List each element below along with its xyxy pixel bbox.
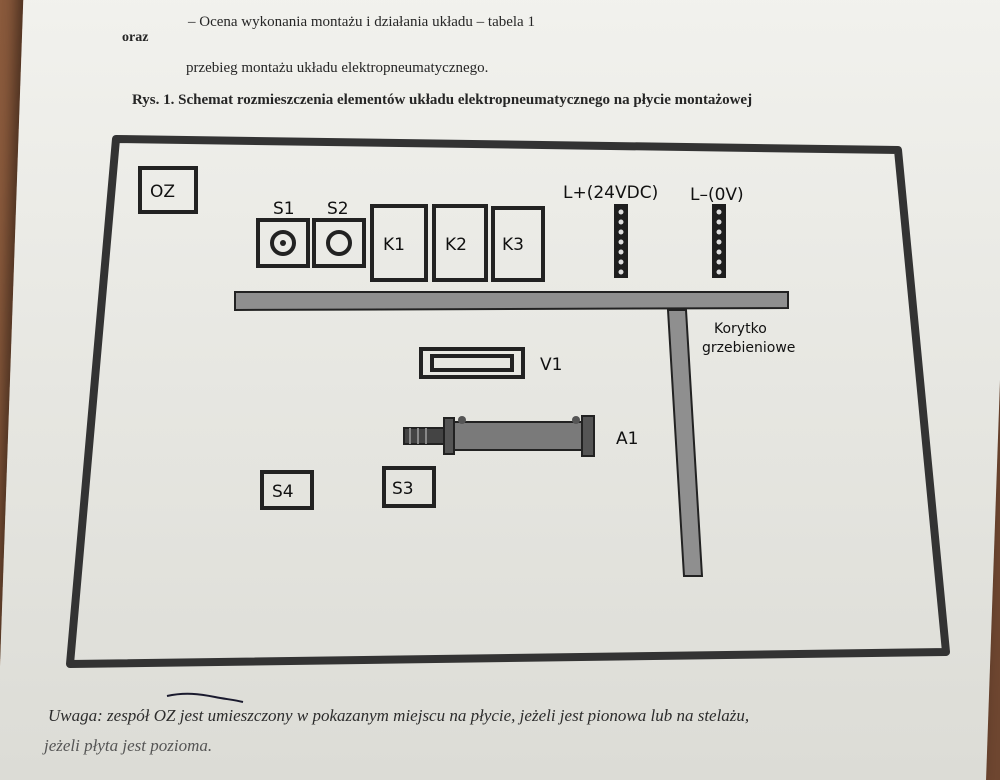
oz-label: OZ <box>150 182 175 202</box>
a1-label: A1 <box>616 429 638 449</box>
a1-cylinder <box>403 415 595 457</box>
oraz-word: oraz <box>122 30 149 45</box>
cable-trough-vertical <box>666 309 704 577</box>
s4-label: S4 <box>272 482 294 502</box>
v1-label: V1 <box>540 355 562 375</box>
figure-caption: Rys. 1. Schemat rozmieszczenia elementów… <box>132 92 753 108</box>
k1-label: K1 <box>383 235 405 255</box>
l-minus-label: L–(0V) <box>690 185 744 205</box>
s1-label: S1 <box>273 199 295 219</box>
oz-unit: OZ <box>138 166 198 214</box>
note-text-continued: jeżeli płyta jest pozioma. <box>44 736 213 755</box>
l-minus-terminal-strip <box>712 204 726 278</box>
trough-label-line1: Korytko <box>714 321 767 337</box>
note-text: Uwaga: zespół OZ jest umieszczony w poka… <box>48 706 750 725</box>
cable-trough-horizontal <box>234 291 789 312</box>
k1-relay: K1 <box>370 204 428 282</box>
trough-label-line2: grzebieniowe <box>702 340 795 356</box>
s2-label: S2 <box>327 199 349 219</box>
progress-line: przebieg montażu układu elektropneumatyc… <box>186 60 489 76</box>
mounting-plate-frame <box>66 135 950 668</box>
s4-switch: S4 <box>260 470 314 510</box>
s2-pushbutton <box>312 218 366 268</box>
l-plus-label: L+(24VDC) <box>563 183 658 203</box>
s3-label: S3 <box>392 479 414 499</box>
k3-relay: K3 <box>491 206 545 282</box>
v1-valve <box>419 347 525 379</box>
k2-relay: K2 <box>432 204 488 282</box>
s1-pushbutton <box>256 218 310 268</box>
k2-label: K2 <box>445 235 467 255</box>
assessment-bullet: – Ocena wykonania montażu i działania uk… <box>188 14 535 30</box>
s3-switch: S3 <box>382 466 436 508</box>
k3-label: K3 <box>502 235 524 255</box>
l-plus-terminal-strip <box>614 204 628 278</box>
pen-scribble-icon <box>166 692 244 703</box>
mounting-plate-diagram: OZ S1 S2 K1 K2 K3 L+(24VDC) L–(0V) <box>66 135 950 668</box>
